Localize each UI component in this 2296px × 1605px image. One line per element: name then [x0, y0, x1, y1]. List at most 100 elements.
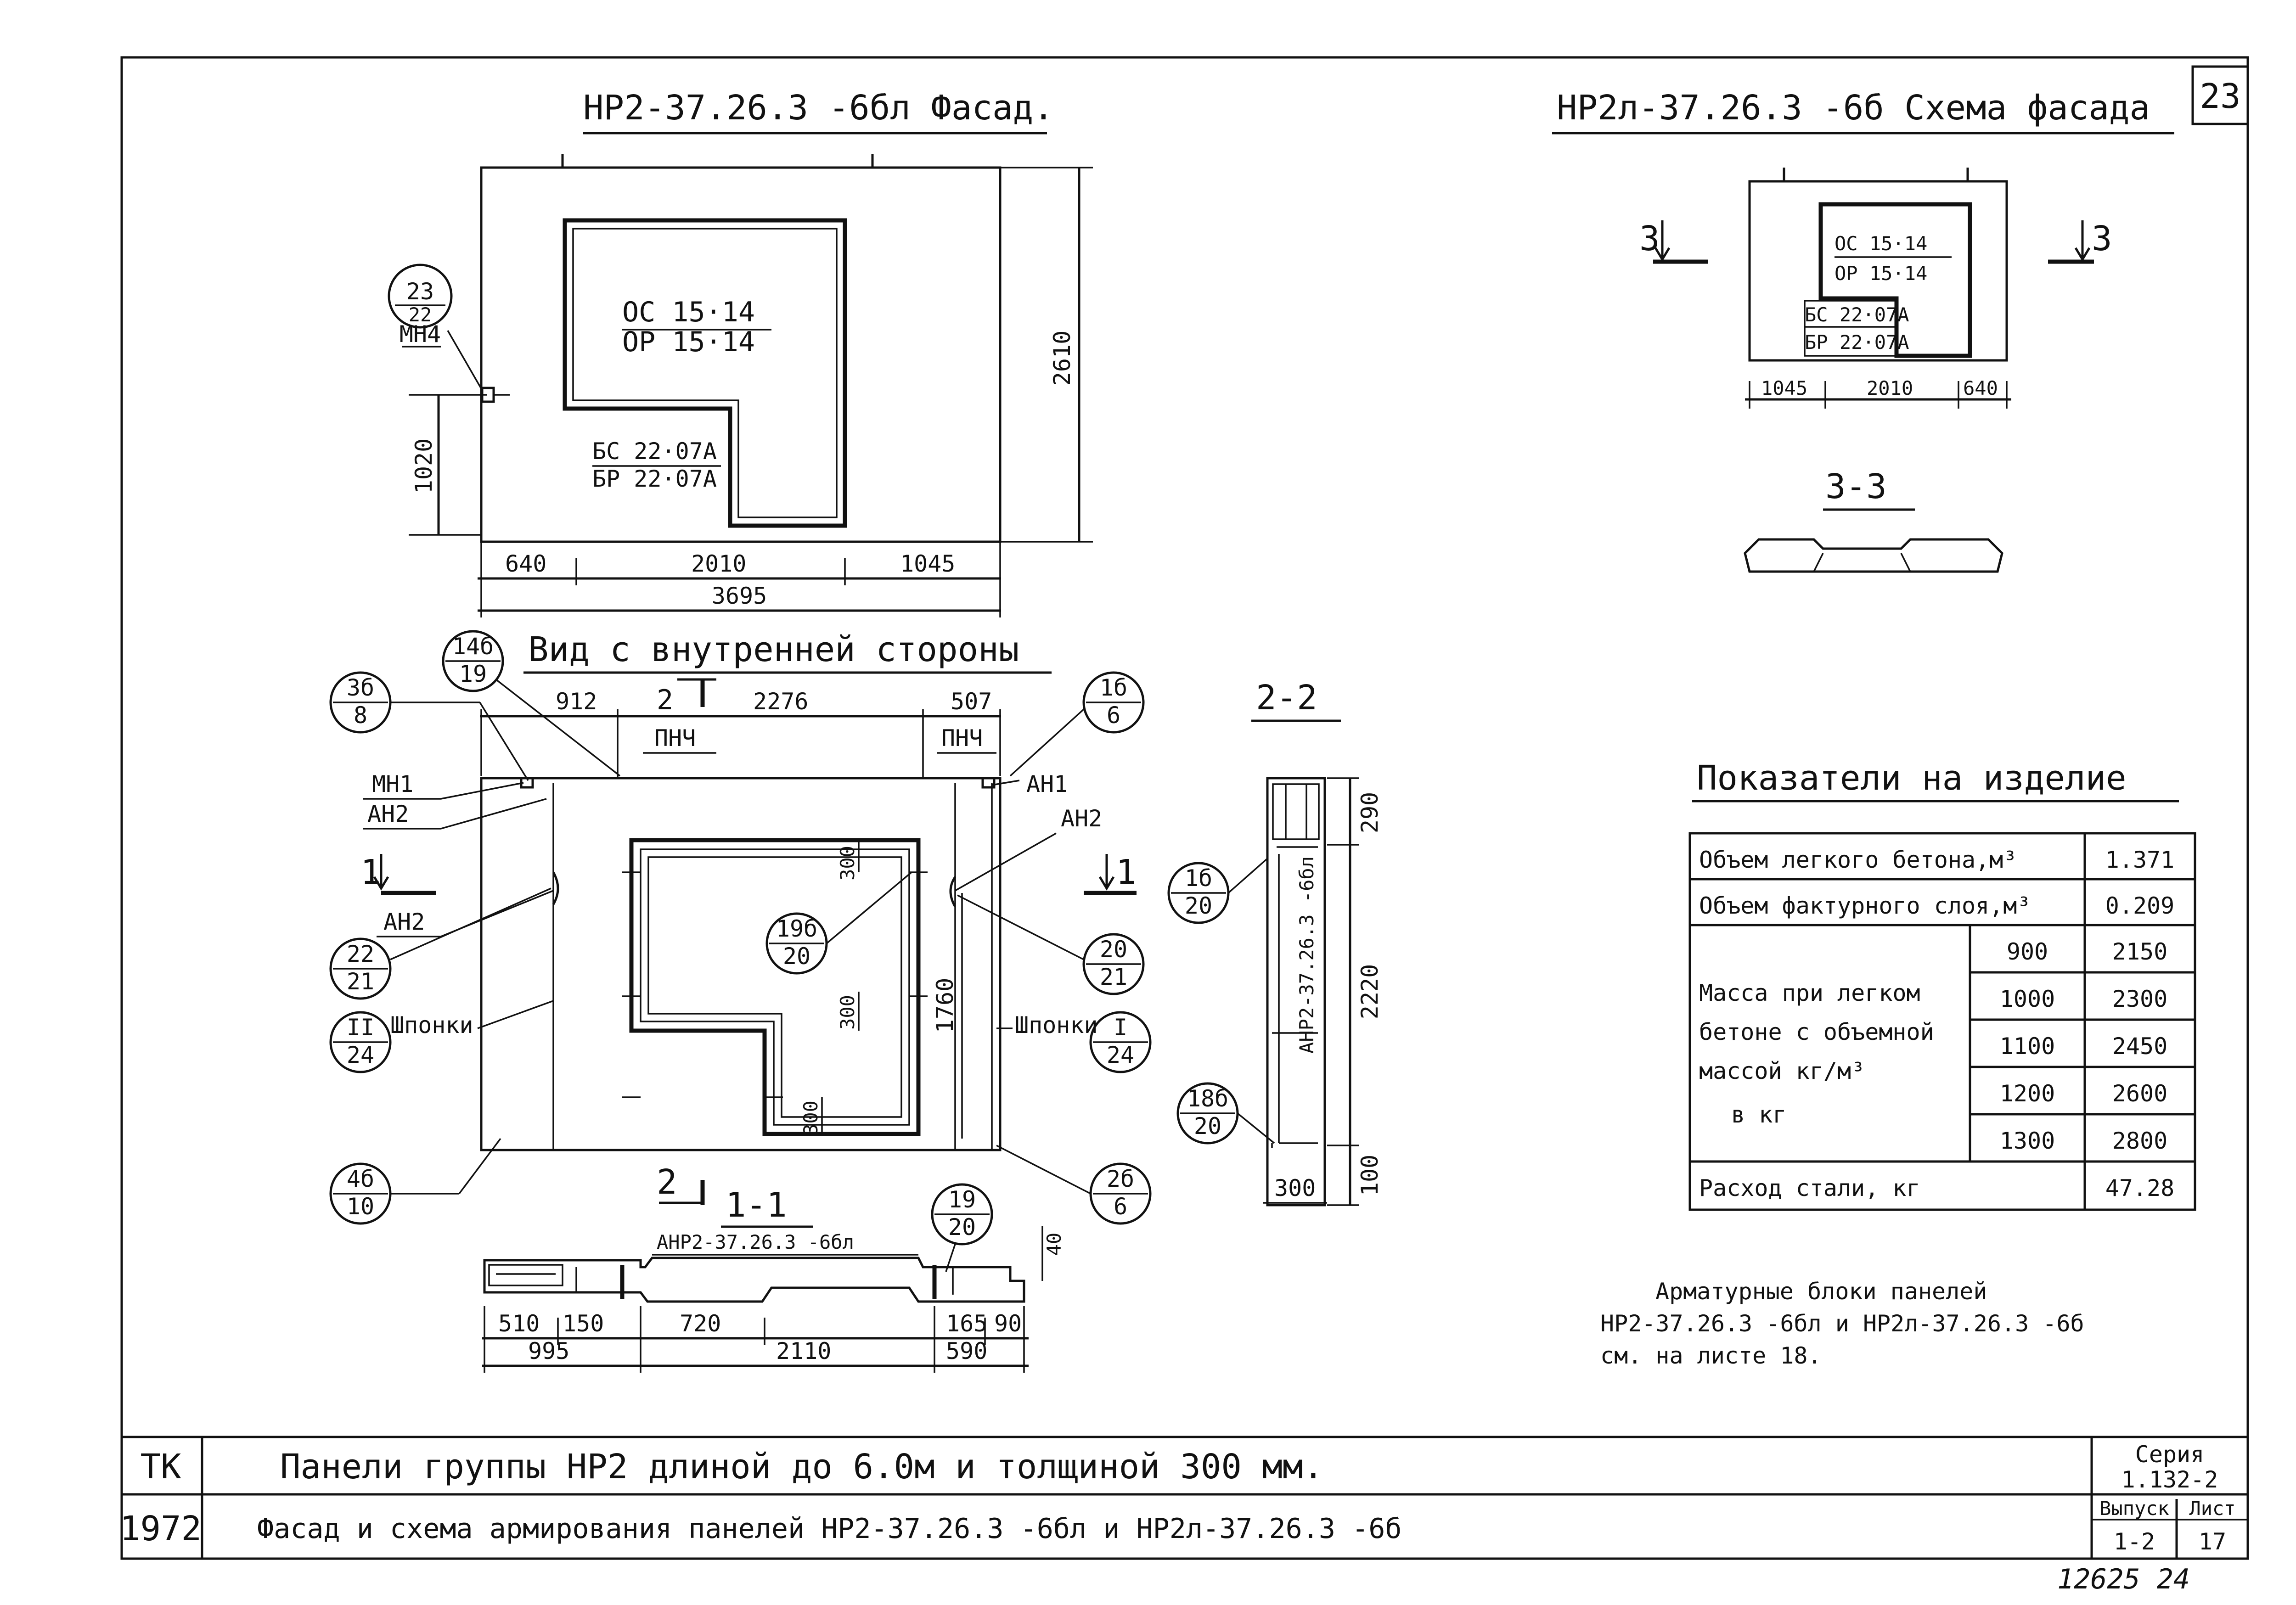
svg-text:3б: 3б: [347, 674, 374, 701]
section-2-2-profile: [1266, 777, 1326, 1207]
dim-2010: 2010: [691, 550, 746, 577]
label-mn1: МН1: [372, 771, 413, 797]
sheet-frame: 23: [120, 56, 2249, 1560]
inner-view-title: Вид с внутренней стороны: [528, 630, 1019, 669]
cut-2-bottom: 2: [657, 1162, 677, 1202]
sheet-label: Лист: [2189, 1497, 2235, 1520]
svg-text:22: 22: [409, 303, 432, 326]
dim-1020: 1020: [411, 438, 437, 494]
dim-165: 165: [946, 1310, 987, 1337]
cut-1-left: 1: [360, 853, 381, 892]
facade-drawing: НР2-37.26.3 -6бл Фасад. ОС 15·14 ОР 15·1…: [388, 88, 1093, 617]
title-block: ТК 1972 Панели группы НР2 длиной до 6.0м…: [120, 1436, 2248, 1559]
indicators-title: Показатели на изделие: [1697, 758, 2127, 798]
density-1300: 1300: [2000, 1128, 2055, 1154]
dim-2276: 2276: [753, 688, 808, 715]
scheme-door-top: БС 22·07А: [1805, 303, 1909, 326]
dim-995: 995: [528, 1338, 569, 1364]
svg-text:20: 20: [1185, 892, 1212, 919]
steel-value: 47.28: [2105, 1175, 2175, 1201]
dim-1760: 1760: [932, 978, 958, 1033]
section-1-1-mark: АНР2-37.26.3 -6бл: [657, 1231, 854, 1253]
callout-14b-19: 14б 19: [442, 630, 621, 777]
reinforcement-note: Арматурные блоки панелей НР2-37.26.3 -6б…: [1600, 1278, 2084, 1369]
dim-1045: 1045: [900, 550, 955, 577]
svg-text:6: 6: [1114, 1193, 1127, 1220]
sheet-value: 17: [2199, 1528, 2226, 1555]
callout-19-20: 19 20: [931, 1183, 993, 1272]
mass-2300: 2300: [2112, 986, 2167, 1012]
row-facing-layer-label: Объем фактурного слоя,м³: [1699, 892, 2031, 919]
dim-300-b: 300: [836, 995, 859, 1030]
callout-1b-20: 1б 20: [1167, 858, 1268, 924]
dim-510: 510: [498, 1310, 540, 1337]
svg-text:2б: 2б: [1107, 1166, 1134, 1192]
section-3-3-profile: [1744, 538, 2003, 573]
density-1000: 1000: [2000, 986, 2055, 1012]
svg-text:21: 21: [347, 968, 374, 995]
mass-2800: 2800: [2112, 1128, 2167, 1154]
archive-number: 12625 24: [2057, 1563, 2190, 1595]
code-tk: ТК: [140, 1447, 181, 1487]
note-line-3: см. на листе 18.: [1600, 1342, 1822, 1369]
callout-II-24: II 24: [329, 1011, 392, 1073]
facade-panel-outline: [480, 166, 1002, 543]
dim-720: 720: [680, 1310, 721, 1337]
callout-2b-6: 2б 6: [996, 1145, 1152, 1225]
section-1-1-title: 1-1: [726, 1185, 787, 1225]
callout-19b-20: 19б 20: [765, 871, 912, 975]
svg-text:10: 10: [347, 1193, 374, 1220]
svg-text:24: 24: [347, 1042, 374, 1068]
sheet-number-box: [2191, 65, 2249, 125]
density-1100: 1100: [2000, 1033, 2055, 1060]
dim-300-c: 300: [799, 1100, 822, 1135]
density-900: 900: [2007, 938, 2048, 965]
svg-text:22: 22: [347, 941, 374, 967]
indicators-table: Показатели на изделие Объем легкого бето…: [1688, 758, 2196, 1211]
steel-label: Расход стали, кг: [1699, 1175, 1920, 1201]
dim-912: 912: [556, 688, 597, 715]
cut-1-right: 1: [1116, 853, 1137, 892]
label-an2-b: АН2: [383, 909, 425, 935]
svg-text:4б: 4б: [347, 1166, 374, 1192]
label-pnch-2: ПНЧ: [941, 725, 983, 752]
inner-view-drawing: Вид с внутренней стороны 912 2276 507 2 …: [360, 630, 1137, 1205]
callout-20-21: 20 21: [957, 894, 1145, 995]
scheme-dim-2010: 2010: [1867, 377, 1913, 399]
mass-2450: 2450: [2112, 1033, 2167, 1060]
svg-text:19: 19: [459, 661, 487, 687]
mass-2600: 2600: [2112, 1080, 2167, 1107]
sheet-number: 23: [2200, 77, 2240, 116]
svg-text:8: 8: [354, 702, 367, 729]
dim-40: 40: [1043, 1233, 1065, 1256]
row-light-concrete-label: Объем легкого бетона,м³: [1699, 847, 2017, 873]
facade-window-opening: [563, 218, 847, 528]
note-line-2: НР2-37.26.3 -6бл и НР2л-37.26.3 -6б: [1600, 1310, 2084, 1337]
dim-2610: 2610: [1049, 331, 1075, 386]
dim-2110: 2110: [776, 1338, 831, 1364]
row-facing-layer-value: 0.209: [2105, 892, 2175, 919]
dim-3695: 3695: [712, 583, 767, 609]
cut-3-left: 3: [1639, 219, 1660, 258]
svg-text:18б: 18б: [1187, 1085, 1228, 1112]
section-1-1-drawing: 1-1 АНР2-37.26.3 -6бл 40 19 20: [482, 1183, 1065, 1373]
svg-text:24: 24: [1107, 1042, 1134, 1068]
scheme-panel-outline: [1748, 180, 2008, 362]
callout-mark-mn4: МН4: [400, 321, 441, 348]
svg-text:20: 20: [1194, 1113, 1221, 1139]
label-an2-c: АН2: [1061, 805, 1102, 832]
svg-text:20: 20: [783, 943, 810, 970]
svg-text:19б: 19б: [776, 915, 817, 942]
callout-22-21: 22 21: [329, 887, 551, 1000]
dim-150: 150: [563, 1310, 604, 1337]
label-pnch-1: ПНЧ: [654, 725, 696, 752]
dim-100: 100: [1356, 1155, 1383, 1196]
dim-640: 640: [505, 550, 546, 577]
dim-290: 290: [1356, 792, 1383, 833]
title-line-1: Панели группы НР2 длиной до 6.0м и толщи…: [280, 1447, 1323, 1487]
scheme-dim-640: 640: [1963, 377, 1998, 399]
facade-door-bottom: БР 22·07А: [592, 466, 717, 492]
dim-507: 507: [951, 688, 992, 715]
title-line-2: Фасад и схема армирования панелей НР2-37…: [257, 1513, 1402, 1545]
